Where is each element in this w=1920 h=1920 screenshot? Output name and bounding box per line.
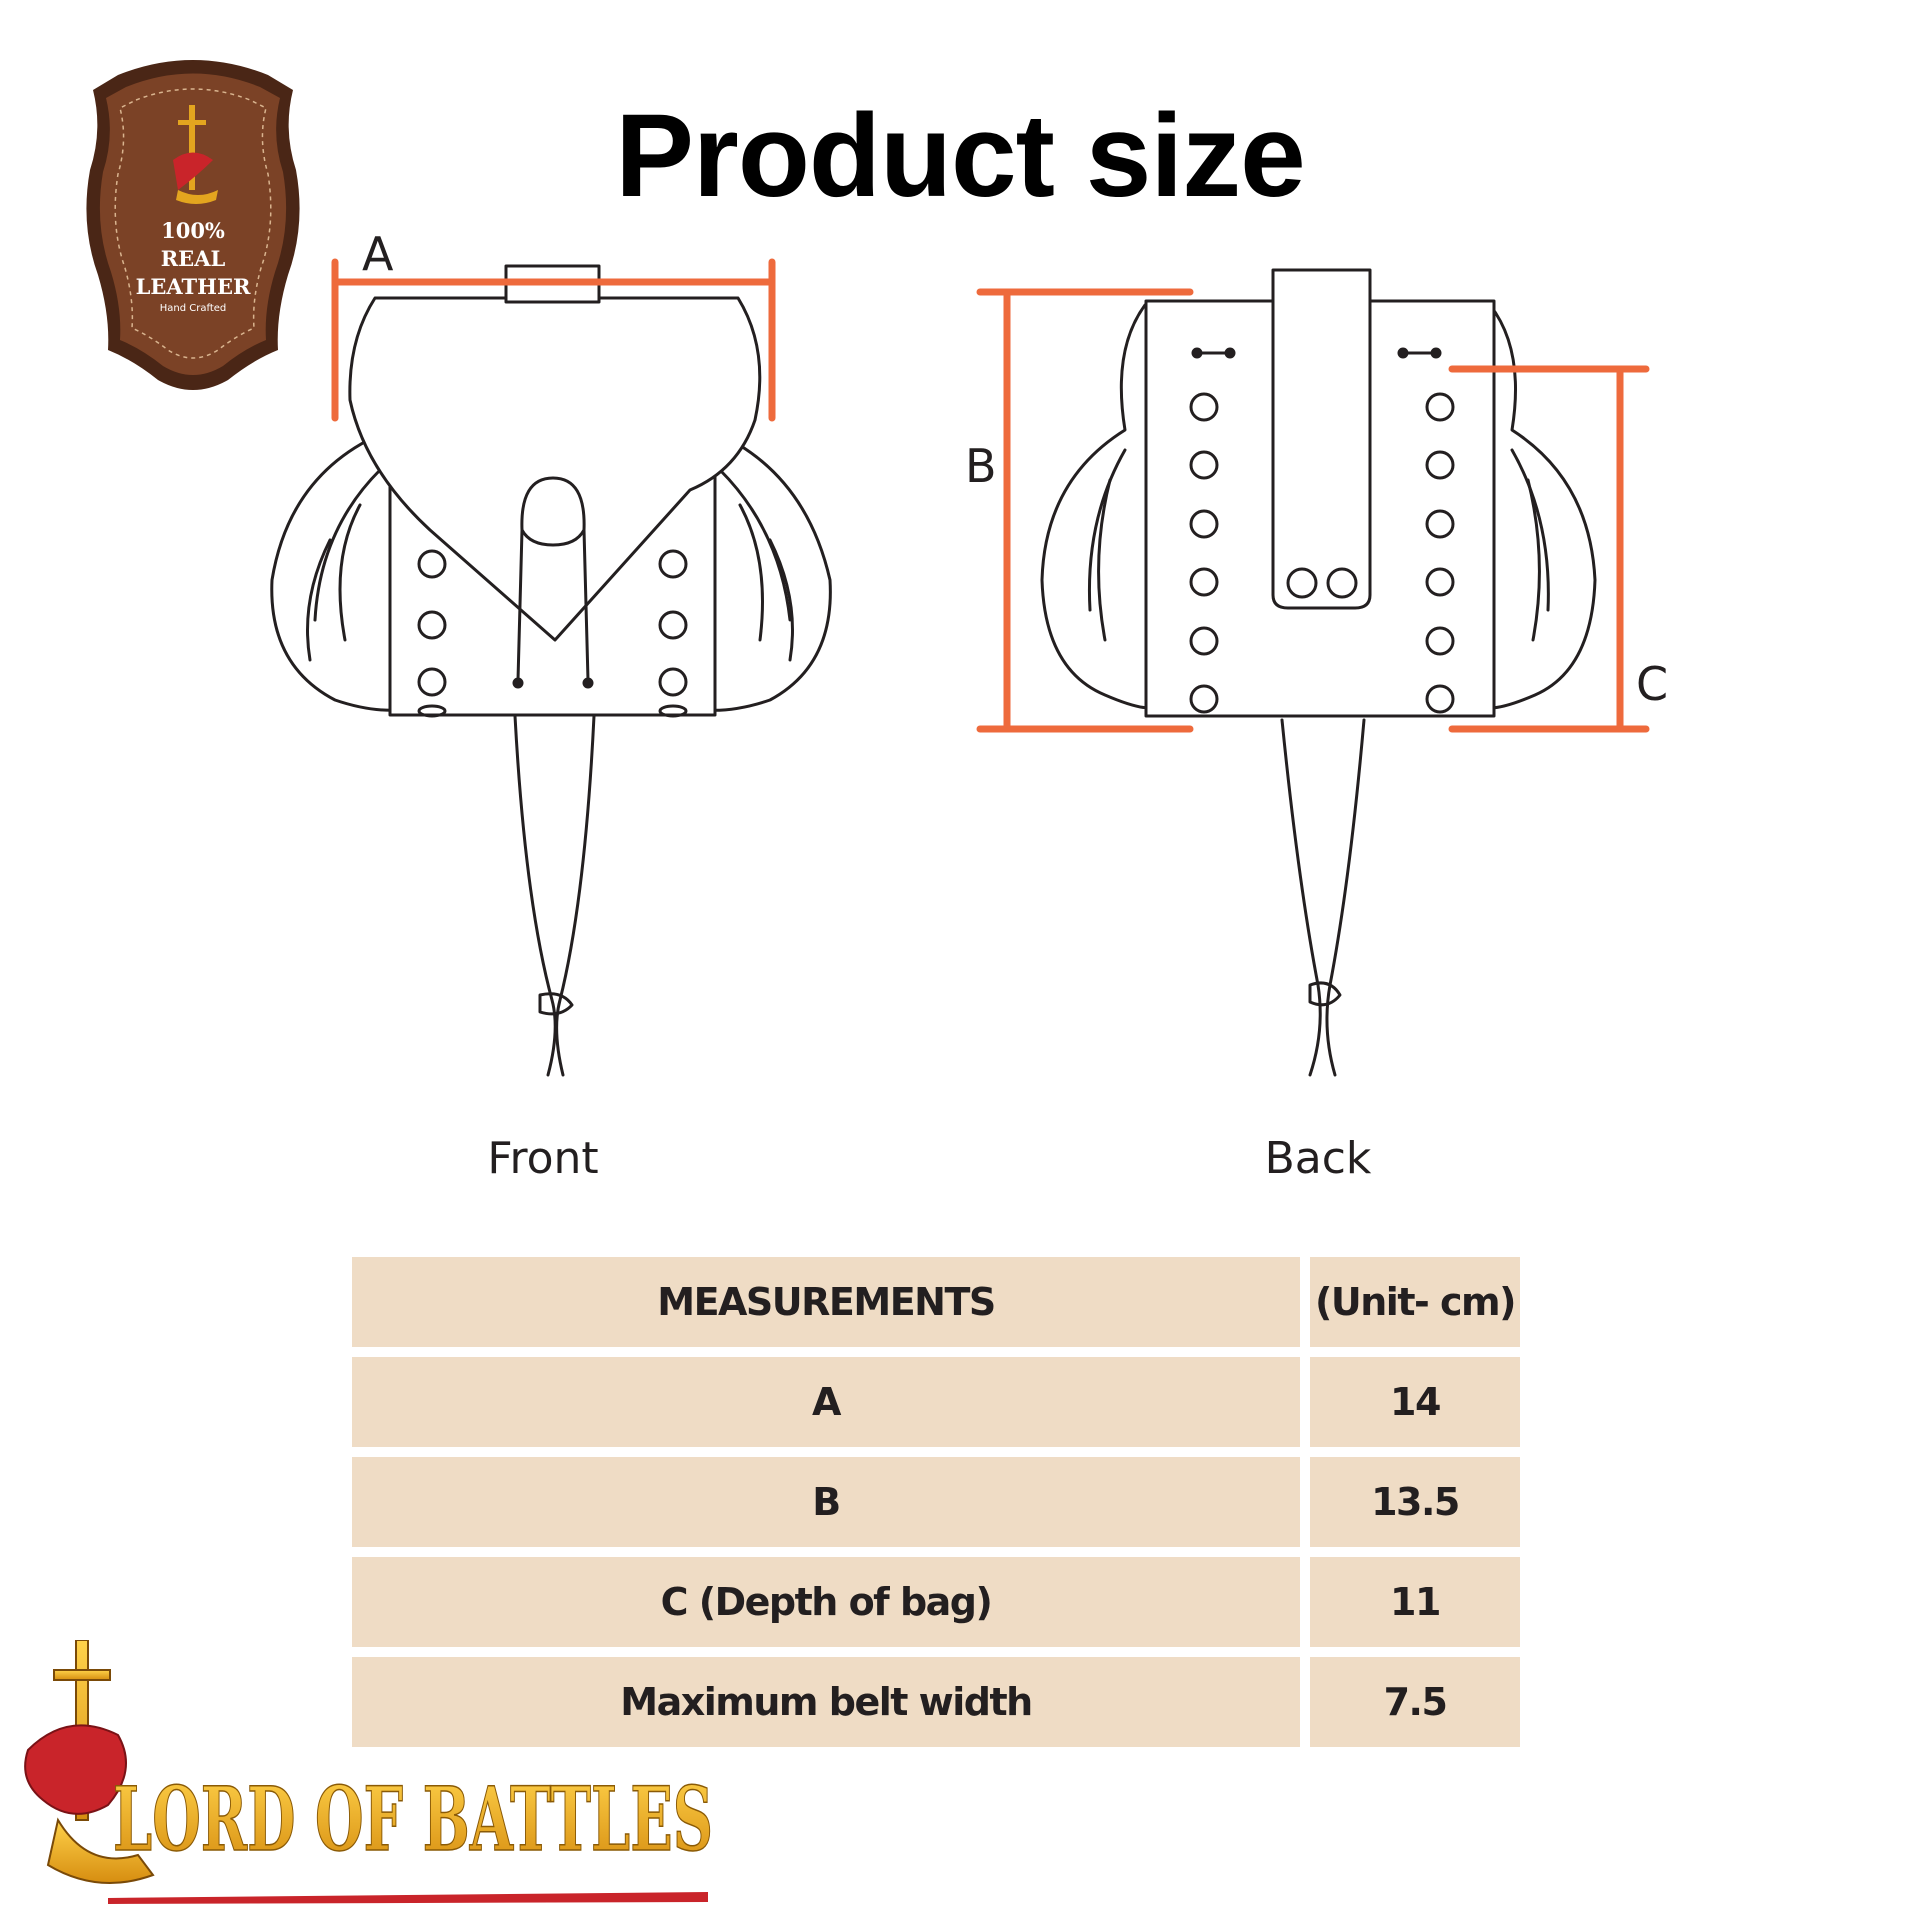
front-drawstring: [513, 714, 557, 1077]
front-toggle: [520, 476, 586, 547]
back-belt-loop: [1271, 268, 1372, 610]
table-header-row: MEASUREMENTS (Unit- cm): [352, 1257, 1520, 1347]
measurements-table: MEASUREMENTS (Unit- cm) A 14 B 13.5 C (D…: [352, 1257, 1520, 1757]
row-label: B: [352, 1457, 1300, 1547]
row-label: C (Depth of bag): [352, 1557, 1300, 1647]
row-value: 13.5: [1310, 1457, 1520, 1547]
header-unit: (Unit- cm): [1310, 1257, 1520, 1347]
dimension-b: [976, 288, 1194, 733]
dim-b-label: B: [965, 439, 997, 493]
front-right-pouch: [703, 428, 832, 712]
back-view: [1040, 268, 1597, 1077]
back-right-pouch: [1488, 303, 1597, 710]
row-value: 11: [1310, 1557, 1520, 1647]
table-row: C (Depth of bag) 11: [352, 1557, 1520, 1647]
header-measurements: MEASUREMENTS: [352, 1257, 1300, 1347]
badge-line3: LEATHER: [136, 274, 251, 299]
row-value: 7.5: [1310, 1657, 1520, 1747]
dimension-c: [1448, 365, 1650, 733]
row-value: 14: [1310, 1357, 1520, 1447]
brand-name: LORD OF BATTLES: [113, 1767, 713, 1871]
badge-line1: 100%: [161, 218, 225, 243]
front-flap: [348, 296, 762, 642]
front-view: [270, 264, 832, 1077]
row-label: Maximum belt width: [352, 1657, 1300, 1747]
dim-c-label: C: [1636, 657, 1668, 711]
back-caption: Back: [1265, 1133, 1372, 1184]
page-title: Product size: [615, 90, 1306, 222]
badge-line2: REAL: [161, 246, 226, 271]
sword-crest-icon: [24, 1640, 155, 1884]
real-leather-badge: 100% REAL LEATHER Hand Crafted: [86, 60, 300, 390]
table-row: B 13.5: [352, 1457, 1520, 1547]
sword-emblem-icon: [173, 105, 218, 204]
dimension-a: [331, 258, 776, 422]
table-row: Maximum belt width 7.5: [352, 1657, 1520, 1747]
lord-of-battles-logo: LORD OF BATTLES: [24, 1640, 714, 1904]
dim-a-label: A: [362, 230, 394, 281]
front-caption: Front: [487, 1133, 598, 1184]
table-row: A 14: [352, 1357, 1520, 1447]
bag-diagram: A B C Front Back: [270, 230, 1668, 1184]
front-left-pouch: [270, 428, 402, 712]
row-label: A: [352, 1357, 1300, 1447]
back-drawstring: [1280, 718, 1322, 1077]
back-left-pouch: [1040, 303, 1152, 710]
badge-line4: Hand Crafted: [160, 303, 227, 314]
